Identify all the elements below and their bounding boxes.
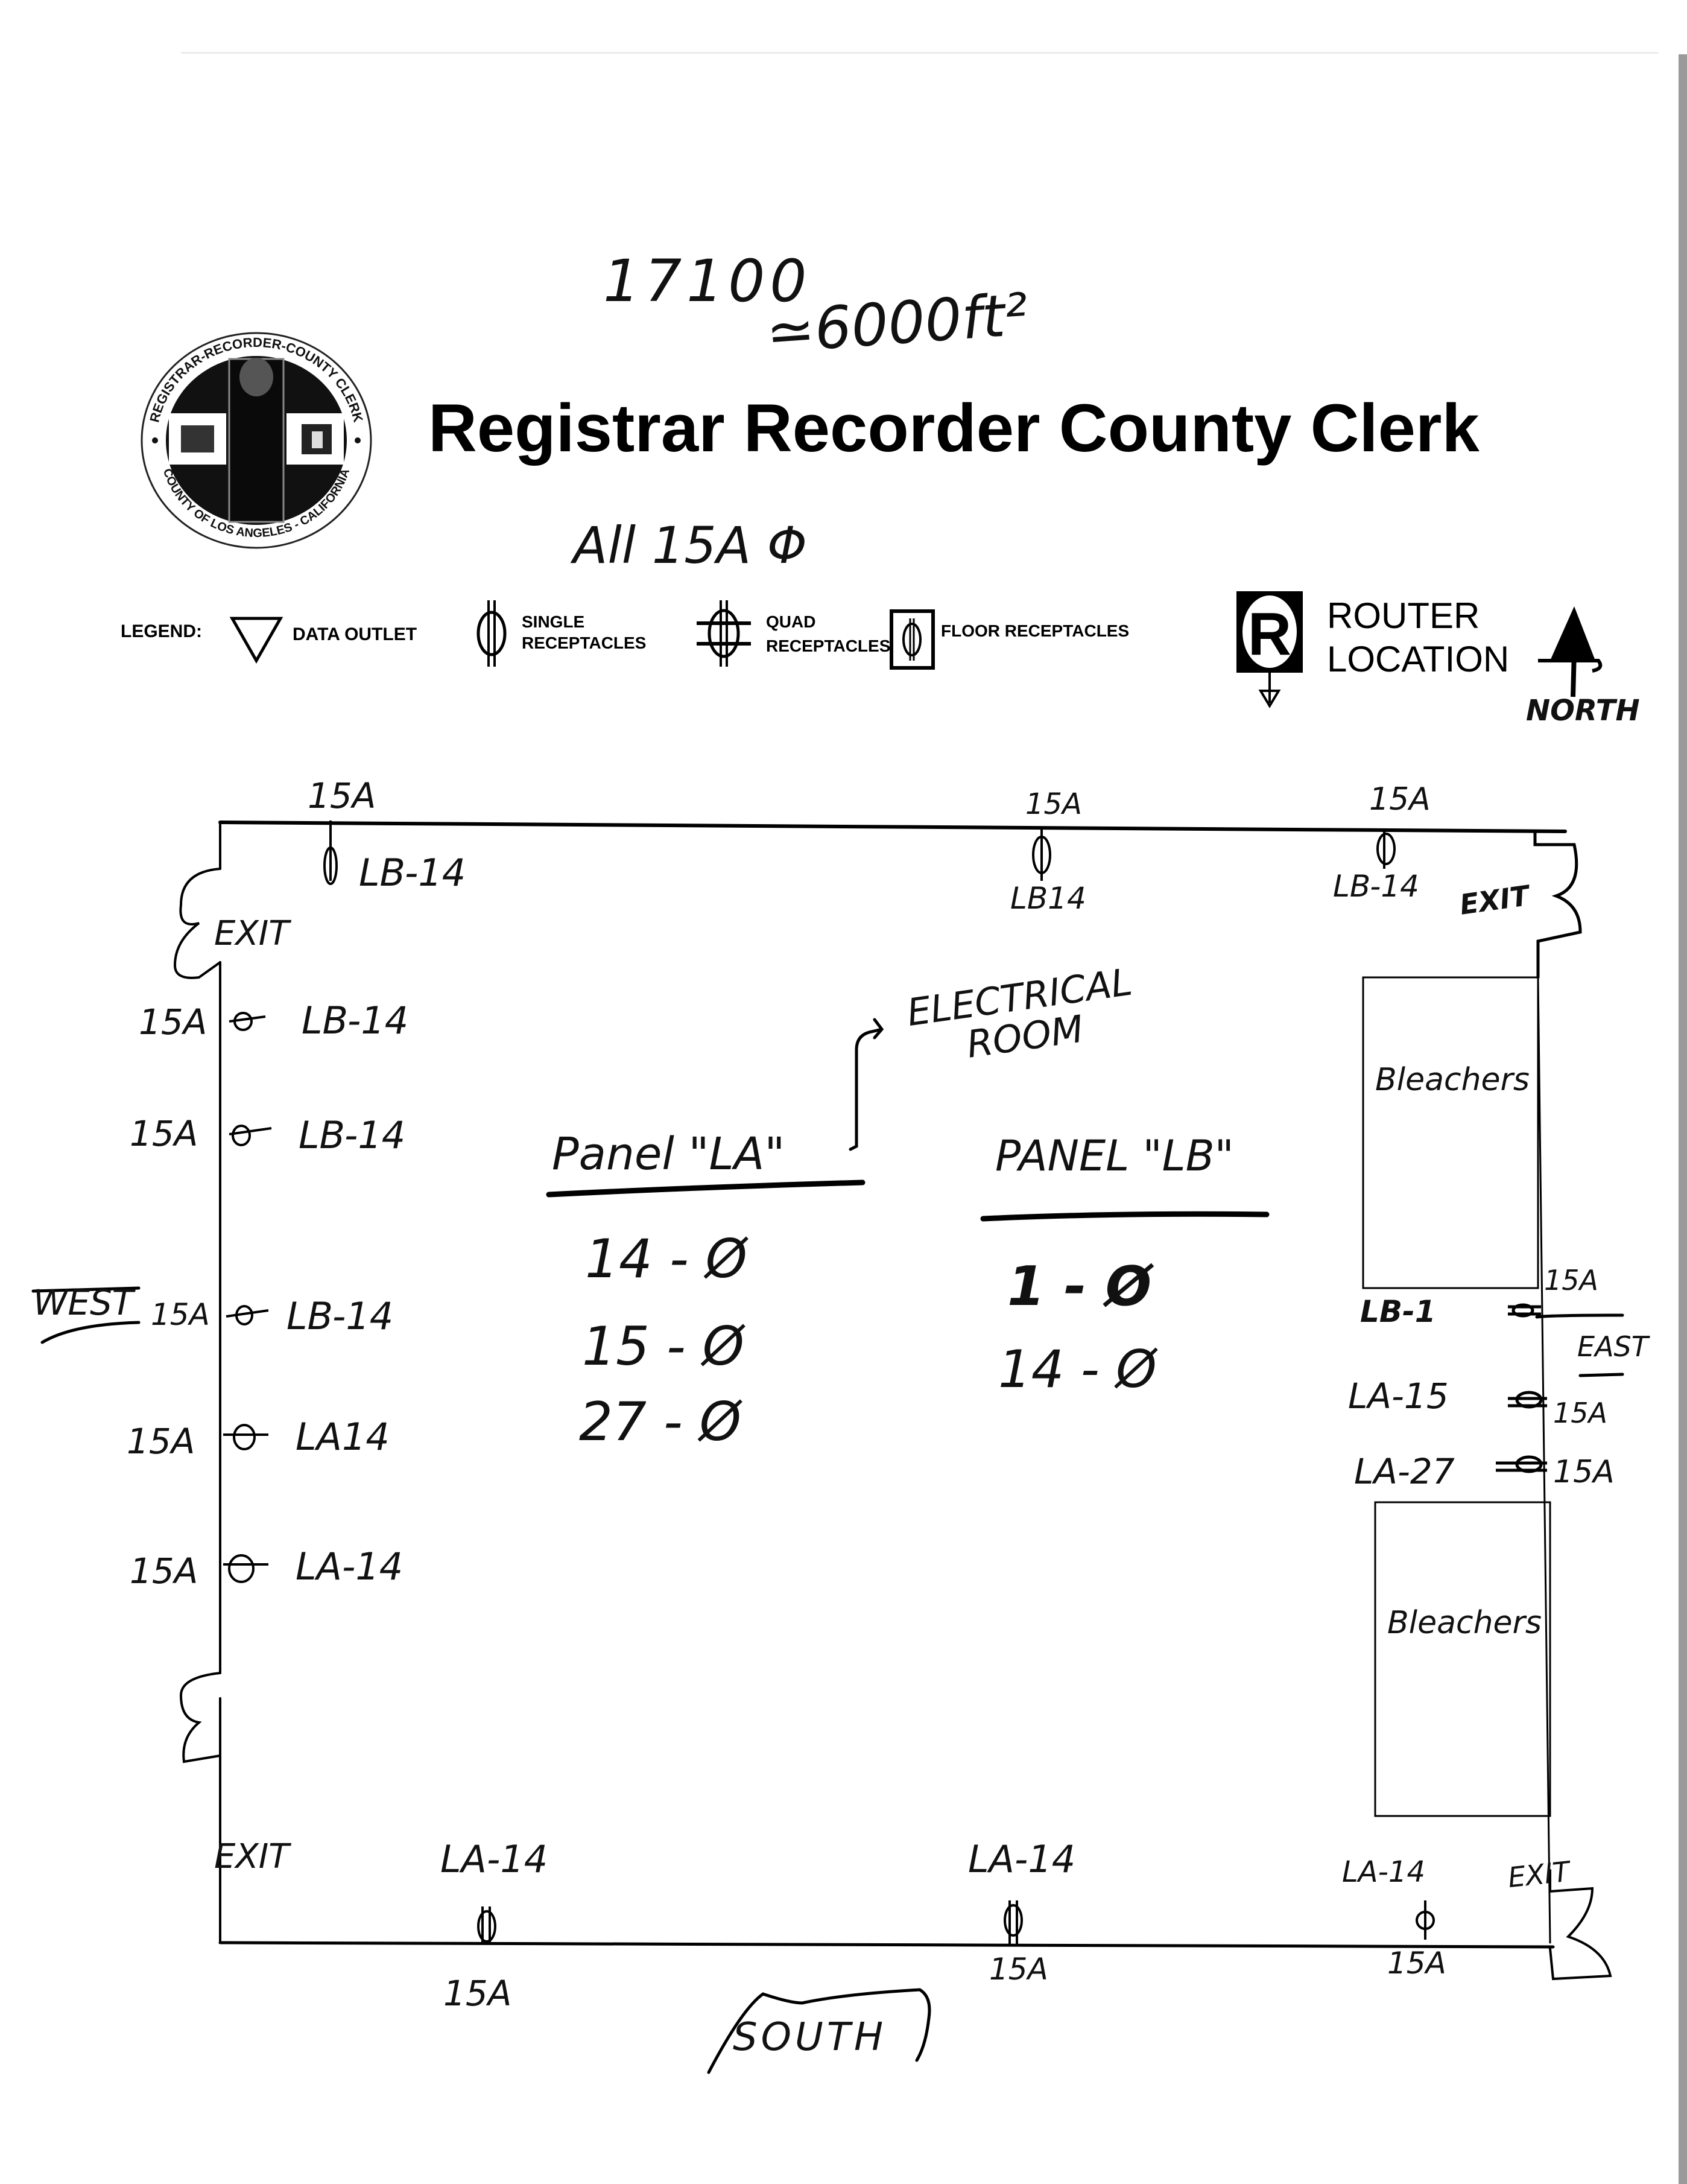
- single-receptacle-icon: [229, 1012, 266, 1031]
- single-receptacle-icon: [1004, 1900, 1023, 1944]
- west-receptacle-3-circuit: LB-14: [286, 1294, 394, 1338]
- east-exit-bottom-door: [1549, 1869, 1612, 1981]
- scan-edge-right: [1679, 54, 1687, 2184]
- north-receptacle-3-amps: 15A: [1369, 781, 1431, 817]
- scan-edge-top: [181, 52, 1659, 54]
- panel-la-circuit-2: 15 - Ø: [582, 1315, 744, 1377]
- panel-lb-circuit-2: 14 - Ø: [998, 1339, 1157, 1400]
- east-receptacle-2-amps: 15A: [1553, 1397, 1608, 1429]
- west-receptacle-1-circuit: LB-14: [302, 998, 409, 1043]
- data-outlet-triangle-icon: [229, 617, 283, 664]
- east-receptacle-1-circuit: LB-1: [1360, 1294, 1436, 1329]
- west-receptacle-5-circuit: LA-14: [296, 1544, 404, 1589]
- single-receptacle-icon: [323, 821, 338, 885]
- south-label-box: [707, 1988, 931, 2074]
- legend-router-label: ROUTER LOCATION: [1327, 594, 1509, 681]
- legend-floor-label: FLOOR RECEPTACLES: [941, 621, 1130, 640]
- west-receptacle-2-amps: 15A: [130, 1113, 198, 1154]
- bleachers-top-label: Bleachers: [1375, 1062, 1530, 1098]
- west-receptacle-4-circuit: LA14: [296, 1415, 390, 1459]
- north-receptacle-3-circuit: LB-14: [1333, 869, 1419, 904]
- legend-router-label-2: LOCATION: [1327, 639, 1510, 679]
- svg-text:R: R: [1248, 600, 1291, 668]
- legend-quad-label-1: QUAD: [766, 612, 816, 631]
- west-receptacle-5-amps: 15A: [130, 1551, 198, 1592]
- bleachers-bottom-label: Bleachers: [1387, 1605, 1542, 1641]
- west-receptacle-1-amps: 15A: [139, 1002, 207, 1043]
- north-receptacle-2-amps: 15A: [1025, 787, 1082, 821]
- north-receptacle-2-circuit: LB14: [1010, 881, 1086, 916]
- south-receptacle-1-amps: 15A: [443, 1973, 512, 2014]
- county-seal-icon: REGISTRAR-RECORDER-COUNTY CLERK COUNTY O…: [136, 329, 377, 552]
- south-receptacle-2-circuit: LA-14: [968, 1837, 1076, 1881]
- single-receptacle-icon: [223, 1424, 268, 1450]
- south-receptacle-3-amps: 15A: [1387, 1946, 1446, 1981]
- east-label-bar: [1535, 1313, 1624, 1377]
- west-exit-top-door: [173, 868, 221, 979]
- electrical-room-arrow: [849, 1018, 884, 1151]
- bleachers-top-box: [1362, 976, 1539, 1289]
- single-receptacle-icon: [1376, 830, 1396, 869]
- north-arrow-icon: [1538, 606, 1603, 697]
- panel-la-circuit-3: 27 - Ø: [579, 1391, 741, 1453]
- legend-label: LEGEND:: [121, 621, 202, 641]
- legend-data-outlet-label: DATA OUTLET: [293, 624, 417, 644]
- single-receptacle-icon: [476, 600, 507, 667]
- page-title: Registrar Recorder County Clerk: [428, 390, 1480, 466]
- south-wall: [218, 1941, 1555, 1949]
- bleachers-bottom-box: [1374, 1501, 1551, 1817]
- quad-receptacle-icon: [1508, 1303, 1541, 1318]
- panel-lb-title: PANEL "LB": [995, 1131, 1234, 1181]
- west-receptacle-4-amps: 15A: [127, 1421, 195, 1462]
- exit-label-west-bottom: EXIT: [214, 1837, 290, 1876]
- legend-single-label-1: SINGLE: [522, 612, 585, 631]
- panel-lb-underline: [980, 1211, 1270, 1222]
- legend-single-label-2: RECEPTACLES: [522, 633, 647, 652]
- north-receptacle-1-circuit: LB-14: [359, 851, 466, 895]
- single-receptacle-icon: [223, 1554, 268, 1583]
- note-all-15a: All 15A Φ: [573, 516, 808, 575]
- legend-quad-label-2: RECEPTACLES: [766, 636, 891, 655]
- west-label-bar: [31, 1286, 141, 1344]
- west-label: WEST: [33, 1282, 134, 1323]
- legend-router-label-1: ROUTER: [1327, 595, 1480, 636]
- east-exit-top-door: [1533, 830, 1582, 979]
- west-exit-bottom-door: [179, 1672, 221, 1763]
- note-id: 17100: [603, 247, 812, 315]
- west-receptacle-3-amps: 15A: [151, 1297, 210, 1332]
- east-receptacle-2-circuit: LA-15: [1348, 1376, 1449, 1417]
- single-receptacle-icon: [1416, 1900, 1435, 1940]
- east-receptacle-1-amps: 15A: [1544, 1264, 1599, 1297]
- east-receptacle-3-amps: 15A: [1553, 1454, 1615, 1490]
- west-receptacle-2-circuit: LB-14: [299, 1113, 406, 1157]
- single-receptacle-icon: [1032, 828, 1051, 881]
- quad-receptacle-icon: [1496, 1455, 1547, 1473]
- exit-label-east-bottom: EXIT: [1506, 1855, 1571, 1894]
- panel-lb-circuit-1: 1 - Ø: [1007, 1255, 1152, 1318]
- quad-receptacle-icon: [1508, 1391, 1547, 1409]
- east-label: EAST: [1577, 1330, 1648, 1363]
- panel-la-circuit-1: 14 - Ø: [585, 1228, 747, 1290]
- quad-receptacle-icon: [697, 600, 751, 667]
- south-receptacle-1-circuit: LA-14: [440, 1837, 548, 1881]
- south-label: SOUTH: [733, 2015, 887, 2060]
- single-receptacle-icon: [226, 1305, 269, 1325]
- router-r-icon: R: [1236, 591, 1303, 708]
- legend: LEGEND: DATA OUTLET SINGLE RECEPTACLES Q…: [121, 591, 1640, 730]
- south-receptacle-2-amps: 15A: [989, 1952, 1048, 1987]
- north-wall: [218, 821, 1567, 833]
- east-wall: [1537, 976, 1551, 1944]
- north-receptacle-1-amps: 15A: [308, 775, 376, 816]
- panel-la-underline: [546, 1179, 866, 1198]
- panel-la-title: Panel "LA": [552, 1128, 785, 1180]
- single-receptacle-icon: [229, 1125, 272, 1146]
- south-receptacle-3-circuit: LA-14: [1342, 1855, 1425, 1889]
- floor-receptacle-icon: [890, 609, 935, 670]
- east-receptacle-3-circuit: LA-27: [1354, 1451, 1455, 1492]
- north-label: NORTH: [1526, 694, 1640, 728]
- exit-label-west-top: EXIT: [214, 914, 290, 953]
- single-receptacle-icon: [477, 1906, 496, 1944]
